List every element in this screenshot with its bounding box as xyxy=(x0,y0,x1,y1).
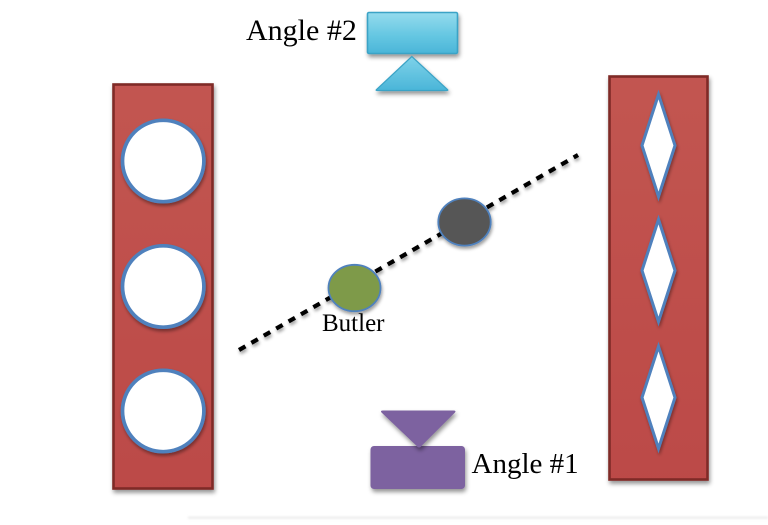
svg-text:Angle #1: Angle #1 xyxy=(472,448,579,480)
svg-text:Angle #2: Angle #2 xyxy=(246,14,357,47)
svg-text:Butler: Butler xyxy=(322,310,385,337)
